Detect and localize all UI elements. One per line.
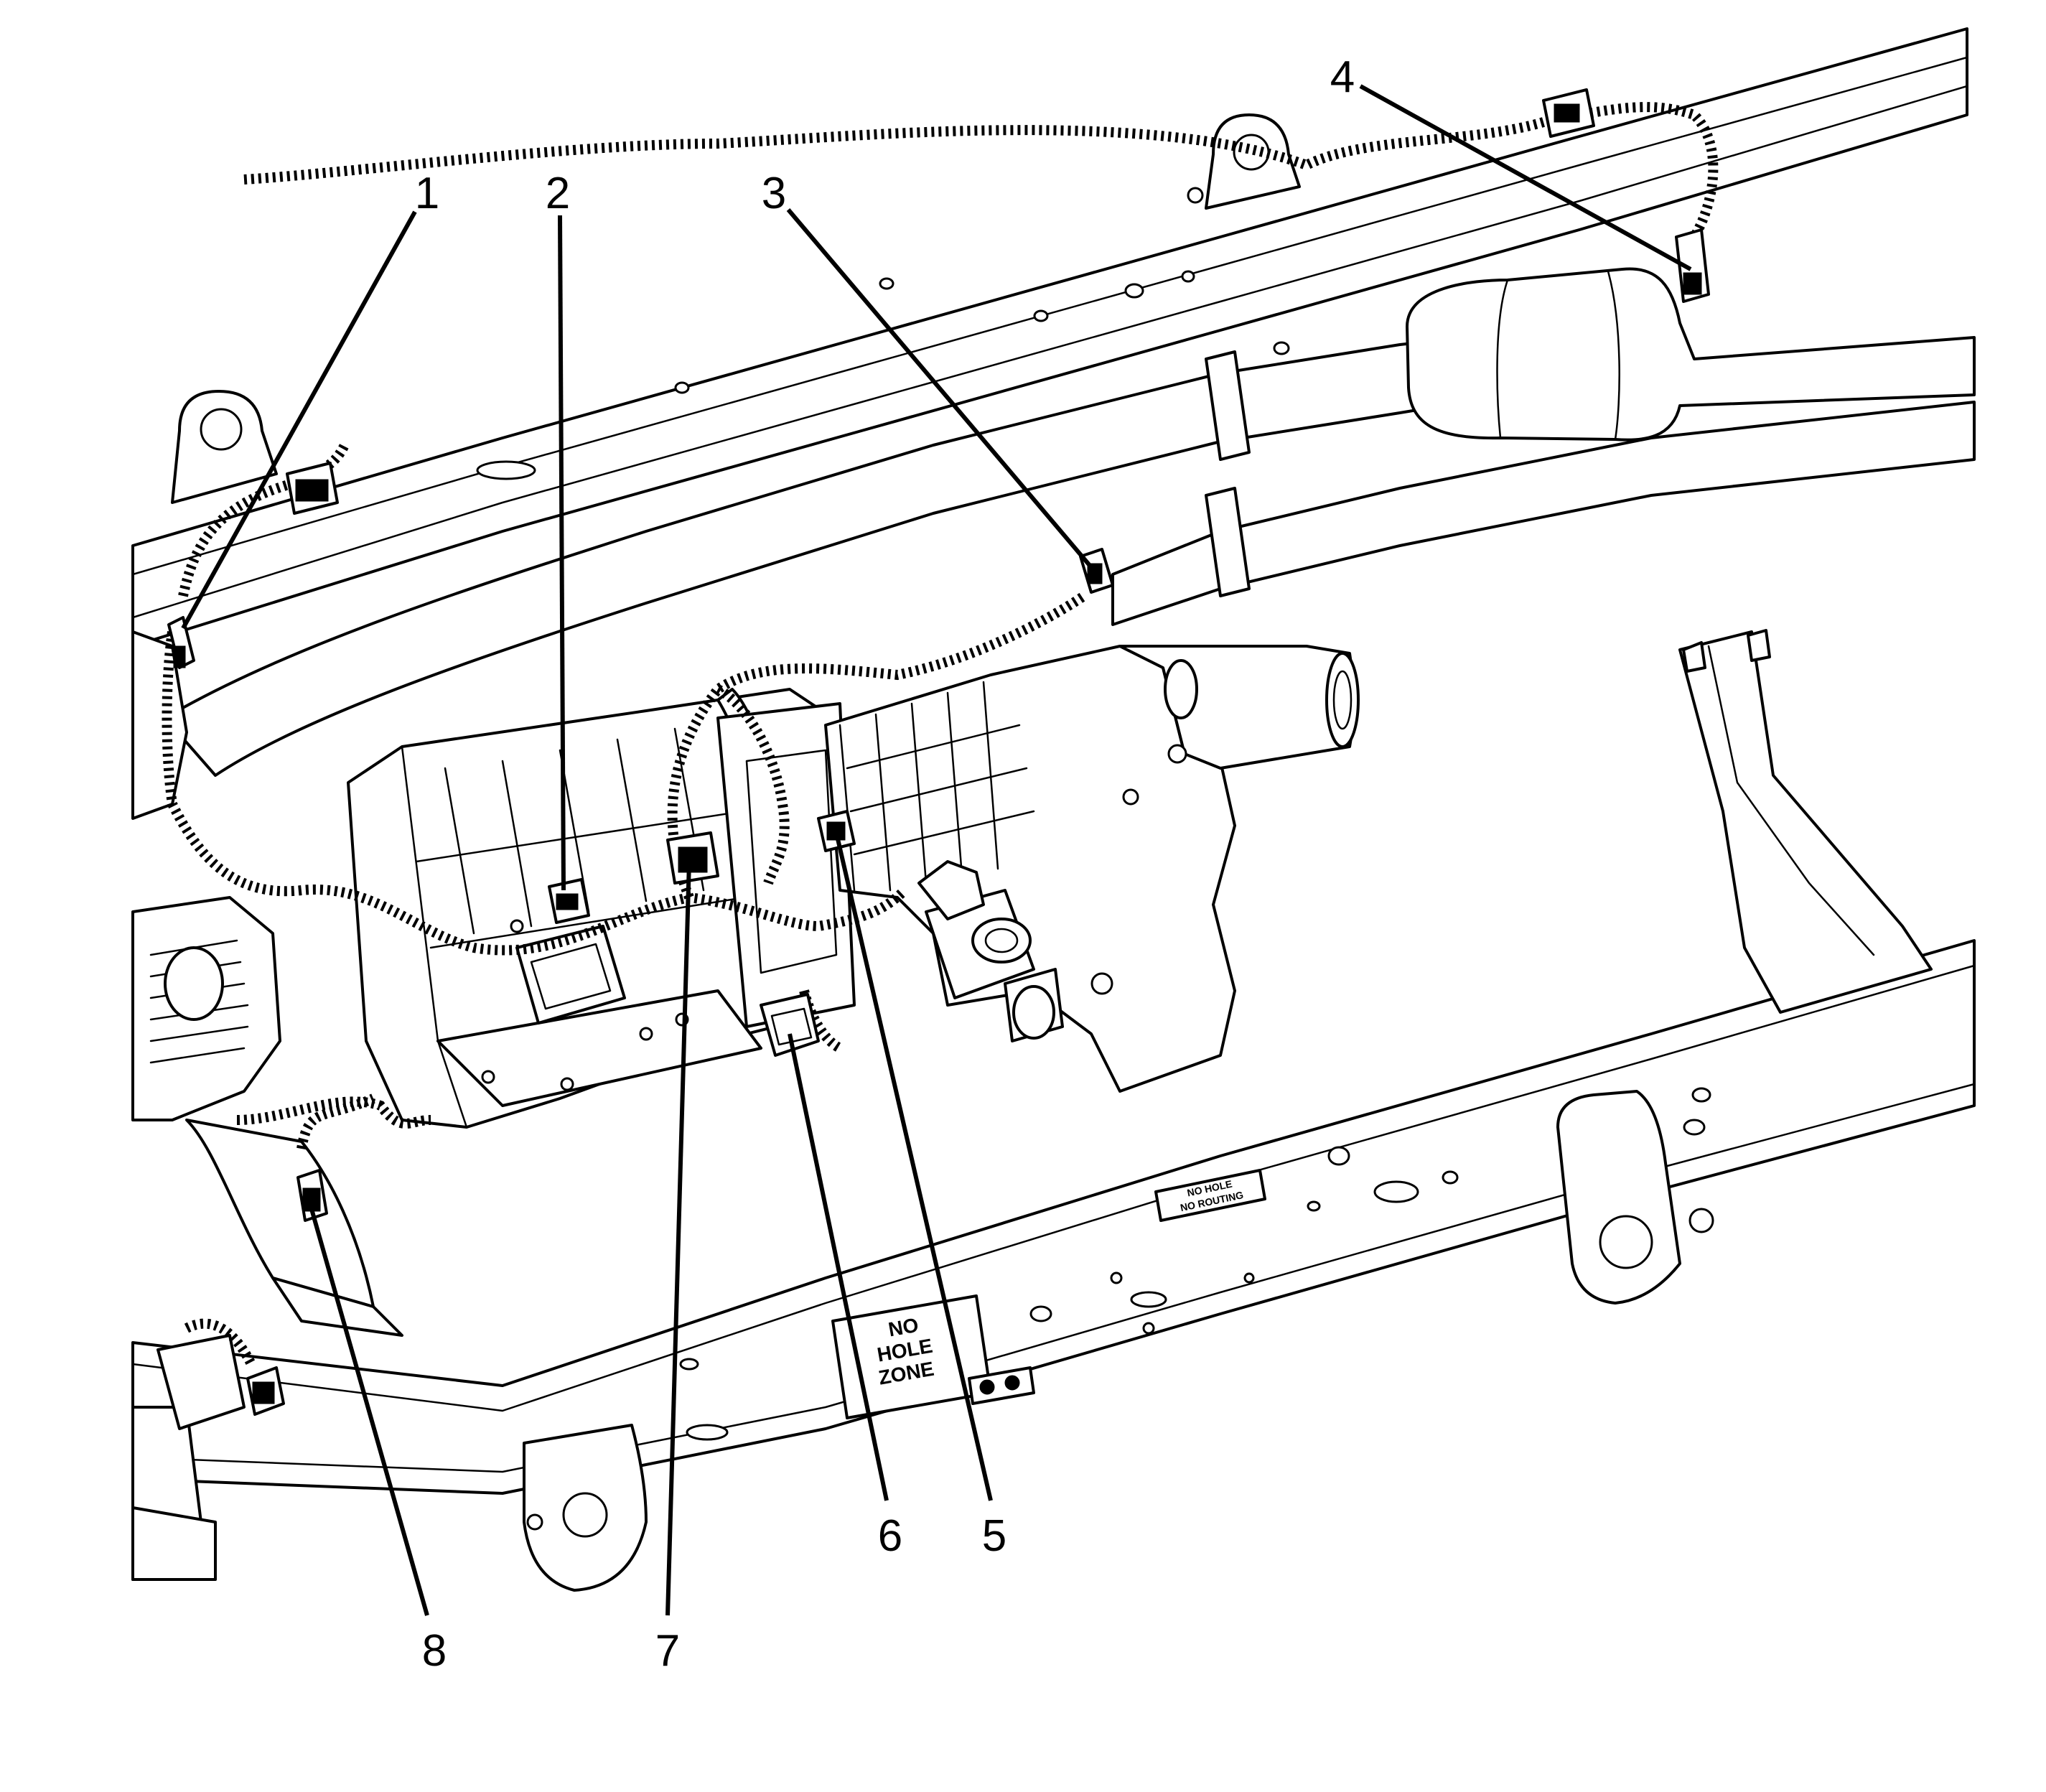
no-hole-zone-line-1: NO [887, 1314, 920, 1341]
callout-8: 8 [422, 1626, 447, 1676]
component-3-sensor [1079, 548, 1114, 594]
callout-labels: 1 2 3 4 5 6 7 8 [415, 52, 1355, 1676]
leader-line-1 [181, 210, 417, 630]
leader-line-3 [786, 208, 1093, 569]
component-5-connector [817, 810, 856, 852]
leader-line-8 [307, 1198, 429, 1616]
component-6-connector [760, 993, 820, 1057]
component-8-sensor [296, 1169, 328, 1222]
engine-left-side [131, 630, 281, 1581]
callout-5: 5 [982, 1511, 1006, 1561]
component-1-sensor [167, 616, 195, 669]
components [167, 88, 1710, 1416]
transmission [347, 688, 856, 1129]
component-4-sensor [1542, 88, 1710, 303]
callout-6: 6 [878, 1511, 902, 1561]
component-7-connector [666, 831, 719, 885]
crossmember [1678, 629, 1933, 1014]
callout-7: 7 [655, 1626, 680, 1676]
leader-line-6 [788, 1033, 889, 1501]
transfer-case [824, 645, 1360, 1093]
leader-line-7 [665, 861, 691, 1616]
leader-line-2 [558, 215, 566, 891]
leader-line-4 [1359, 84, 1692, 271]
leader-line-5 [834, 832, 993, 1501]
callout-4: 4 [1330, 52, 1355, 102]
upper-frame-rail [131, 27, 1968, 648]
leader-lines [181, 84, 1692, 1616]
component-2-connector [548, 878, 590, 924]
callout-3: 3 [762, 169, 786, 218]
callout-2: 2 [546, 169, 570, 218]
callout-1: 1 [415, 169, 439, 218]
